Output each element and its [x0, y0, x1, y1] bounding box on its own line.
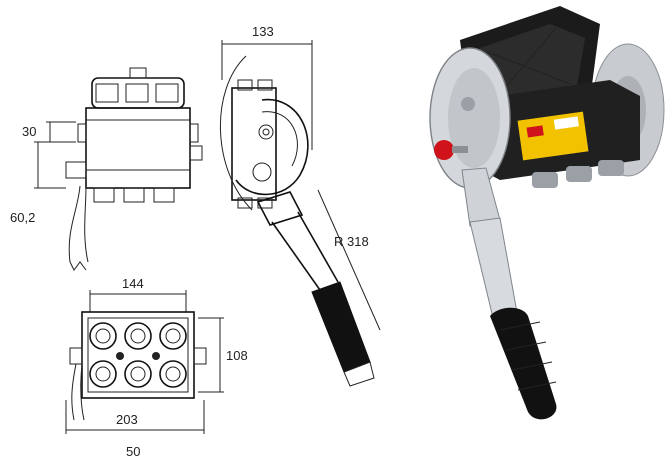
base-view-drawing [65, 290, 224, 434]
dimension-offset-upper: 30 [22, 124, 36, 139]
dimension-bottom-offset: 50 [126, 444, 140, 459]
front-view-drawing [34, 67, 203, 271]
dimension-overall-width: 203 [116, 412, 138, 427]
dimension-offset-lower: 60,2 [10, 210, 35, 225]
dimension-base-height: 108 [226, 348, 248, 363]
winch-product-photo [429, 6, 665, 420]
side-view-drawing [220, 40, 381, 387]
dimension-base-width: 144 [122, 276, 144, 291]
dimension-handle-radius: R 318 [334, 234, 369, 249]
dimension-top-width: 133 [252, 24, 274, 39]
